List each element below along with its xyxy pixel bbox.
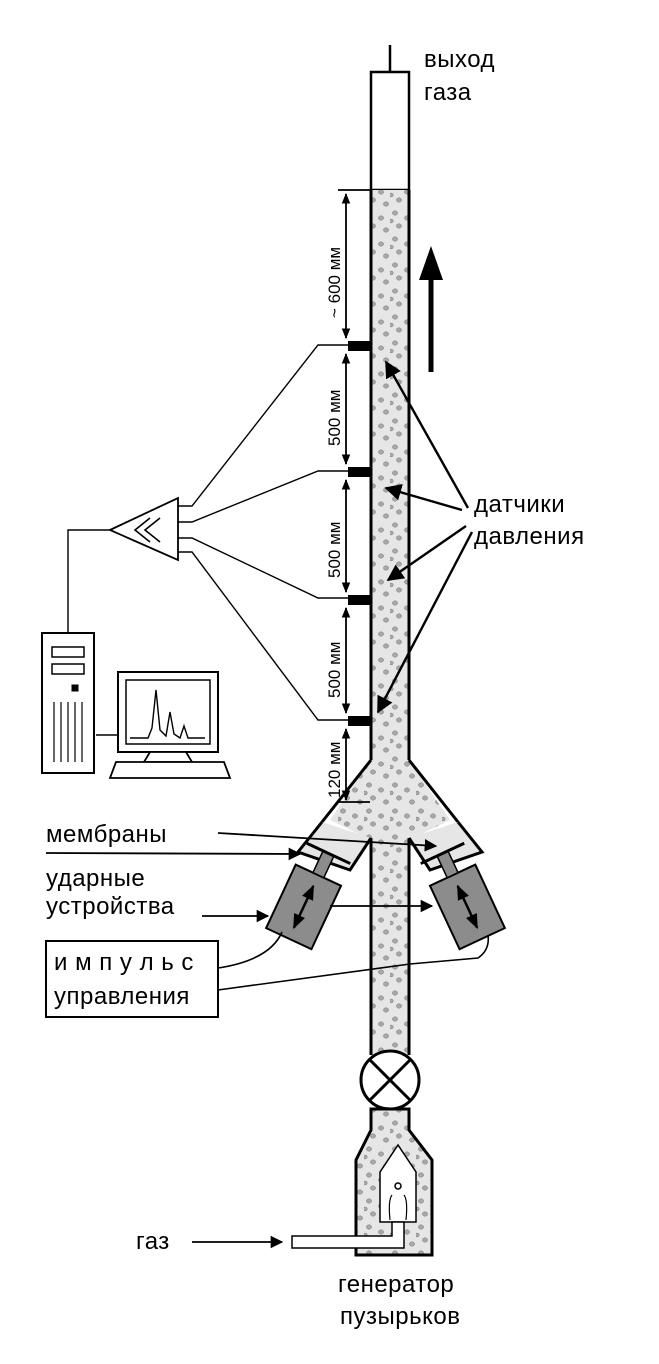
monitor-icon (108, 671, 232, 779)
gas-inlet-label: газ (136, 1228, 170, 1255)
pressure-sensors (348, 341, 372, 726)
impactors-label-2: устройства (46, 893, 175, 920)
impactor-left (264, 841, 351, 951)
sensor-wires (67, 344, 348, 736)
computer-tower-icon (41, 632, 95, 774)
sensor-2 (348, 467, 372, 477)
bubble-column (295, 190, 485, 1060)
gas-outlet-label-2: газа (424, 79, 472, 106)
dimension-label-500-lower: 500 мм (325, 642, 344, 698)
membranes-label: мембраны (46, 821, 167, 848)
control-label-2: управления (54, 983, 190, 1010)
dimension-label-500-middle: 500 мм (325, 522, 344, 578)
impactors-label-1: ударные (46, 865, 145, 892)
sensor-4 (348, 716, 372, 726)
valve-icon (359, 1049, 421, 1111)
sensor-3 (348, 595, 372, 605)
label-arrows (45, 832, 438, 923)
generator-label-2: пузырьков (340, 1303, 460, 1330)
sensor-1 (348, 341, 372, 351)
pressure-sensors-label-2: давления (474, 523, 585, 550)
control-pulse-box (45, 940, 219, 1018)
dimension-label-500-upper: 500 мм (325, 390, 344, 446)
control-label-1: и м п у л ь с (54, 949, 194, 976)
gas-outlet-label-1: выход (424, 46, 495, 73)
flow-up-arrow (419, 246, 443, 372)
generator-label-1: генератор (338, 1271, 454, 1298)
pressure-sensors-label-1: датчики (474, 491, 565, 518)
control-wires (217, 931, 490, 991)
bubble-generator (291, 1107, 434, 1257)
impactor-right (420, 841, 507, 951)
amplifier-icon (107, 496, 179, 562)
dimension-label-600: ~ 600 мм (325, 247, 344, 318)
gas-outlet-tube (369, 45, 411, 192)
dimension-label-120: 120 мм (325, 742, 344, 798)
sensor-callouts (376, 360, 474, 714)
dimension-lines (338, 189, 370, 803)
